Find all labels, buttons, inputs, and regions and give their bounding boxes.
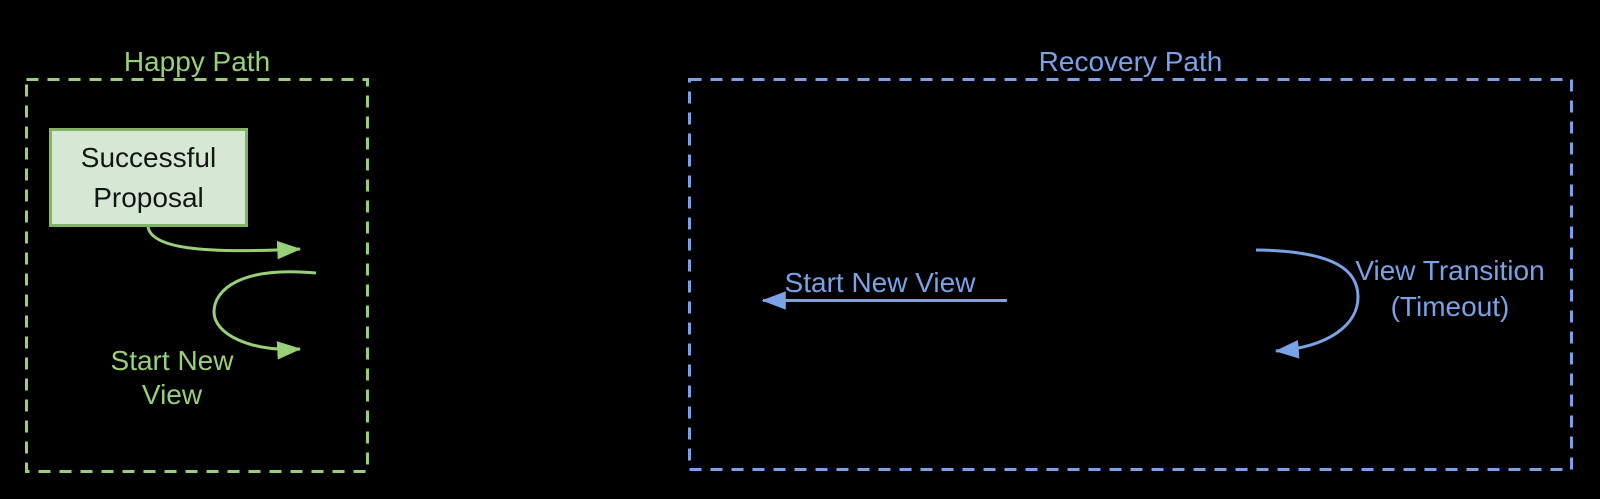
recovery-path-container-border: [688, 78, 1573, 471]
edge-view-transition-timeout-loop-arrow: [1255, 248, 1360, 359]
happy-path-container-border: [25, 78, 369, 473]
edge-successful-proposal-arrow: [146, 226, 302, 260]
successful-proposal-node-label: Successful Proposal: [80, 141, 217, 213]
edge-happy-start-new-view-loop-arrow: [212, 270, 317, 360]
successful-proposal-node: Successful Proposal: [49, 128, 248, 227]
